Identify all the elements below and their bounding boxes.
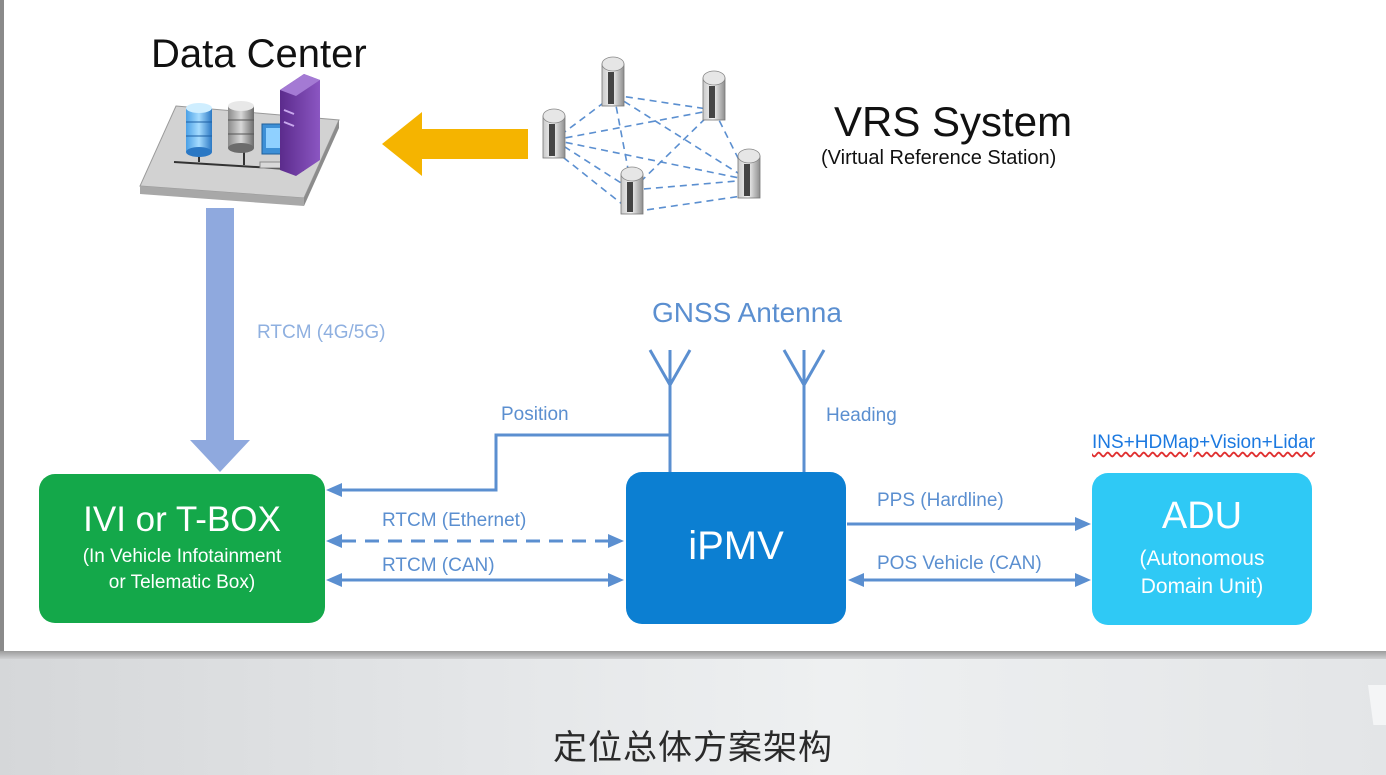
pps-link bbox=[847, 517, 1091, 531]
adu-block: ADU (Autonomous Domain Unit) bbox=[1092, 473, 1312, 625]
caption-bar bbox=[0, 659, 1386, 775]
position-arrowhead bbox=[326, 483, 342, 497]
ivi-tbox-block: IVI or T-BOX (In Vehicle Infotainment or… bbox=[39, 474, 325, 623]
rtcm-can-label: RTCM (CAN) bbox=[382, 555, 495, 576]
rtcm-can-link bbox=[326, 573, 624, 587]
data-center-title: Data Center bbox=[151, 32, 367, 76]
adu-inputs-label: INS+HDMap+Vision+Lidar bbox=[1092, 432, 1316, 453]
page-caption: 定位总体方案架构 bbox=[553, 728, 833, 768]
rtcm-4g5g-label: RTCM (4G/5G) bbox=[257, 322, 386, 343]
adu-subtitle-line1: (Autonomous bbox=[1139, 547, 1265, 570]
diagram-canvas: Data Center VRS System (Virtual Referenc… bbox=[0, 0, 1316, 651]
caption-bar-decoration bbox=[1368, 685, 1386, 725]
vrs-system-title: VRS System bbox=[834, 98, 1073, 145]
diagram-graphics bbox=[139, 56, 1091, 587]
slide-shadow bbox=[0, 651, 1386, 659]
rtcm-ethernet-link bbox=[326, 534, 624, 548]
vrs-system-subtitle: (Virtual Reference Station) bbox=[821, 147, 1057, 169]
ivi-tbox-title: IVI or T-BOX bbox=[83, 500, 281, 539]
ivi-tbox-subtitle-line2: or Telematic Box) bbox=[108, 572, 256, 593]
rtcm-ethernet-label: RTCM (Ethernet) bbox=[382, 510, 527, 531]
position-link bbox=[340, 433, 670, 492]
heading-label: Heading bbox=[826, 405, 897, 426]
database-icon bbox=[228, 101, 254, 153]
gnss-antenna-label: GNSS Antenna bbox=[652, 297, 842, 328]
ipmv-block: iPMV bbox=[626, 472, 846, 624]
ivi-tbox-subtitle-line1: (In Vehicle Infotainment bbox=[82, 546, 282, 567]
pos-vehicle-link bbox=[848, 573, 1091, 587]
vrs-to-datacenter-arrow bbox=[382, 112, 528, 176]
reference-station-icon bbox=[601, 56, 625, 107]
position-label: Position bbox=[501, 404, 569, 425]
antenna-icon bbox=[648, 349, 692, 474]
ipmv-title: iPMV bbox=[688, 524, 784, 568]
adu-subtitle-line2: Domain Unit) bbox=[1140, 575, 1264, 598]
reference-station-icon bbox=[702, 70, 726, 121]
vrs-network-links bbox=[553, 94, 750, 213]
adu-title: ADU bbox=[1161, 495, 1243, 537]
reference-station-icon bbox=[737, 148, 761, 199]
pps-hardline-label: PPS (Hardline) bbox=[877, 490, 1004, 511]
ivi-tbox-subtitle: (In Vehicle Infotainment or Telematic Bo… bbox=[39, 544, 325, 596]
antenna-icon bbox=[782, 349, 826, 474]
server-rack-icon bbox=[280, 74, 320, 176]
database-icon bbox=[186, 103, 212, 157]
reference-station-icon bbox=[620, 166, 644, 215]
rtcm-4g5g-arrow bbox=[190, 208, 250, 472]
adu-subtitle: (Autonomous Domain Unit) bbox=[1092, 545, 1312, 601]
reference-station-icon bbox=[542, 108, 566, 159]
pos-vehicle-label: POS Vehicle (CAN) bbox=[877, 553, 1042, 574]
